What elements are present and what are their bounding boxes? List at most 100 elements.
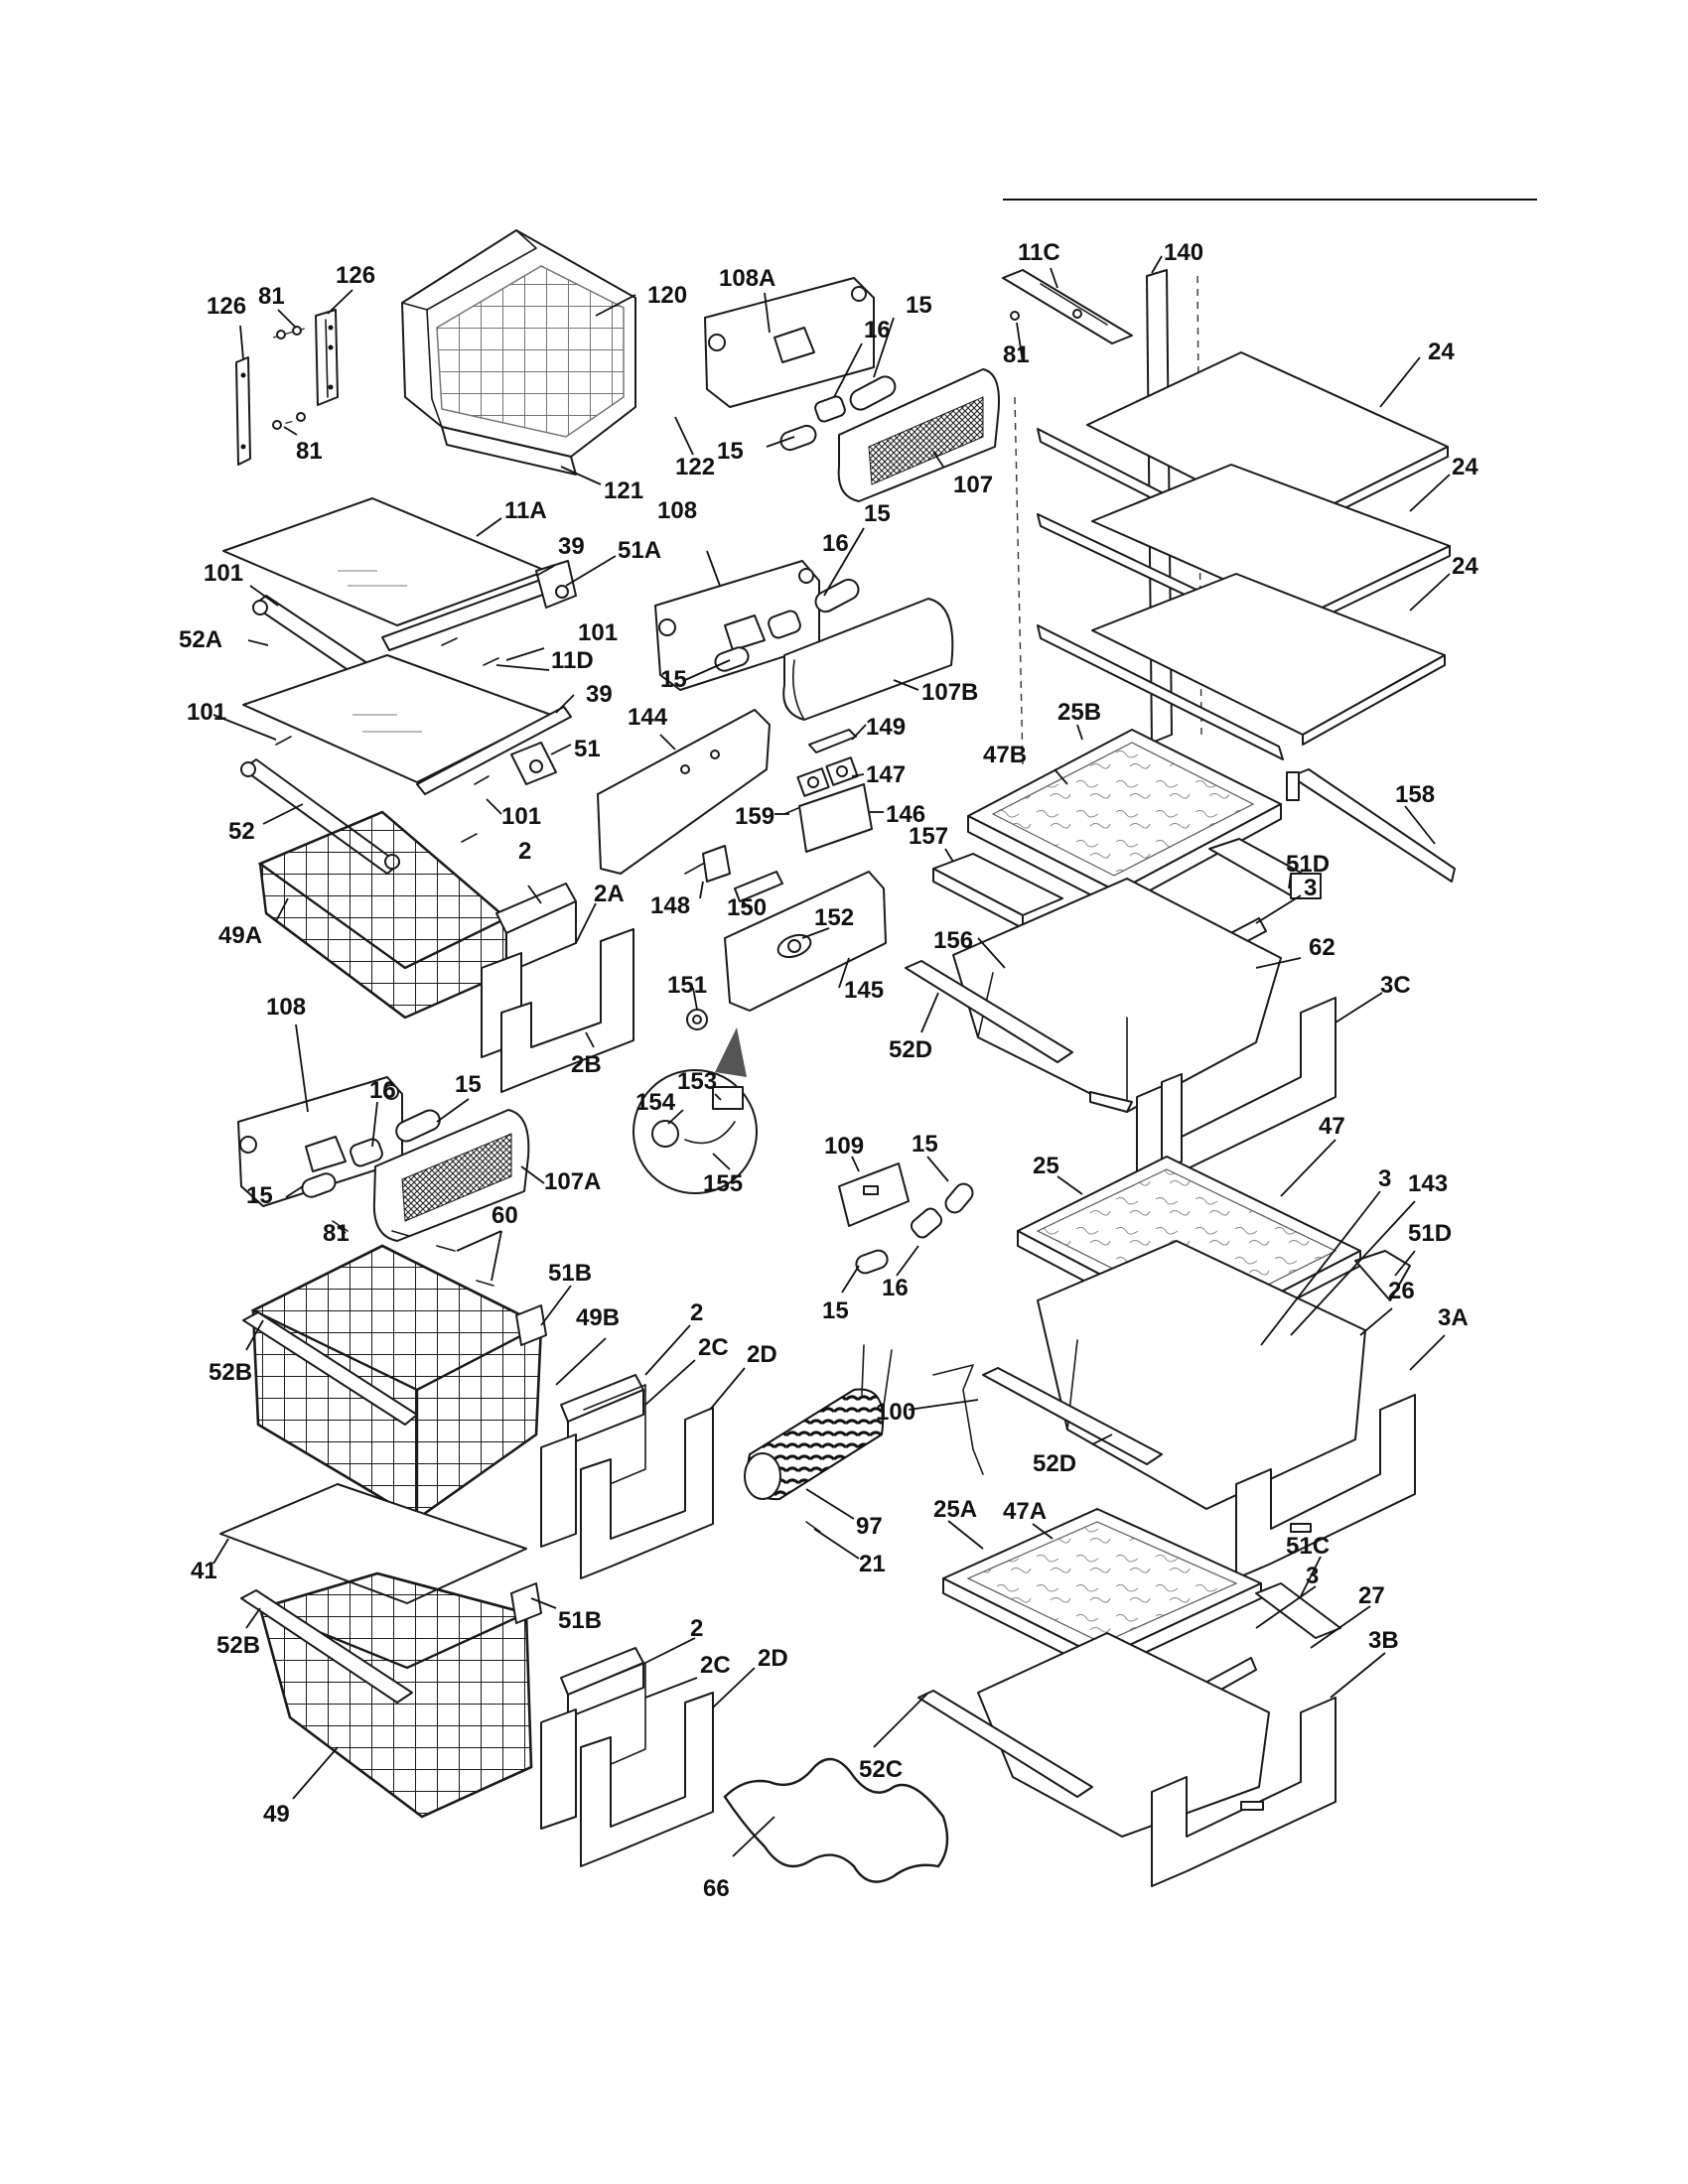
callout-2-bottom: 2 — [690, 1615, 703, 1642]
lamp-cover-107 — [837, 368, 1000, 502]
bin-wall-2B — [500, 928, 634, 1093]
callout-81-middle-left: 81 — [323, 1220, 350, 1247]
callout-15-bottom-right: 15 — [455, 1071, 482, 1098]
callout-109: 109 — [824, 1133, 864, 1160]
tray-157 — [932, 853, 1063, 929]
bin-wall-2-bottom — [560, 1647, 644, 1718]
rail-52B-top — [242, 1311, 418, 1426]
callout-153: 153 — [677, 1068, 717, 1095]
slide-51B-bottom — [510, 1582, 542, 1624]
callout-108-bottom: 108 — [266, 994, 306, 1021]
bin-wall-3B — [1151, 1697, 1336, 1887]
callout-11D: 11D — [551, 647, 594, 674]
bin-wall-2 — [495, 883, 577, 974]
cap-150 — [734, 871, 783, 902]
callout-107A: 107A — [544, 1168, 601, 1195]
callout-15-right-top: 15 — [912, 1131, 938, 1158]
shelf-24-bottom — [1037, 573, 1446, 760]
support-51A — [535, 560, 577, 609]
callout-81-top-left: 81 — [258, 283, 285, 310]
callout-49A: 49A — [218, 922, 262, 949]
callout-51A: 51A — [618, 537, 661, 564]
bulbs-15-bottom — [301, 1109, 441, 1198]
callout-51C: 51C — [1286, 1533, 1330, 1560]
slide-51D-middle — [1354, 1250, 1411, 1301]
callout-3B: 3B — [1368, 1627, 1399, 1654]
callout-52B-top: 52B — [209, 1359, 252, 1386]
callout-60: 60 — [492, 1202, 518, 1229]
callout-3-bottom: 3 — [1306, 1563, 1319, 1589]
callout-2A: 2A — [594, 881, 625, 907]
callout-146: 146 — [886, 801, 925, 828]
callout-2-middle: 2 — [690, 1299, 703, 1326]
callout-15-top-left: 15 — [717, 438, 744, 465]
callout-145: 145 — [844, 977, 884, 1004]
clip-149 — [808, 729, 857, 753]
callout-2-top: 2 — [518, 838, 531, 865]
callout-25: 25 — [1033, 1153, 1059, 1179]
callout-51B-bottom: 51B — [558, 1607, 602, 1634]
callout-11C: 11C — [1018, 239, 1060, 266]
callout-47B: 47B — [983, 742, 1027, 768]
callout-2D-bottom: 2D — [758, 1645, 788, 1672]
callout-16-middle: 16 — [822, 530, 849, 557]
lamp-socket-16-middle — [768, 610, 801, 639]
cover-41 — [219, 1483, 527, 1604]
callout-97: 97 — [856, 1513, 883, 1540]
callout-16-top: 16 — [864, 317, 891, 343]
callout-16-right: 16 — [882, 1275, 909, 1301]
screws-81-top-left — [272, 326, 309, 430]
callout-15-right-bottom: 15 — [822, 1297, 849, 1324]
housing-144 — [597, 709, 771, 875]
detail-circle-153-155 — [633, 1027, 758, 1194]
callout-11A: 11A — [504, 497, 547, 524]
callout-151: 151 — [667, 972, 707, 999]
callout-121: 121 — [604, 478, 643, 504]
bin-wall-2C-bottom — [540, 1662, 646, 1830]
rail-52B-bottom — [240, 1589, 413, 1704]
harness-148 — [684, 845, 731, 883]
callout-155: 155 — [703, 1170, 743, 1197]
callout-150: 150 — [727, 894, 767, 921]
callout-154: 154 — [635, 1089, 676, 1116]
lamp-socket-16-bottom — [350, 1138, 383, 1167]
callout-2D-middle: 2D — [747, 1341, 777, 1368]
leader-lines — [212, 255, 1451, 1857]
bulbs-15-top — [779, 375, 897, 452]
callout-149: 149 — [866, 714, 906, 741]
callout-62: 62 — [1309, 934, 1336, 961]
callout-3-top: 3 — [1304, 875, 1317, 901]
washer-151 — [686, 1009, 708, 1030]
callout-107: 107 — [953, 472, 993, 498]
trim-39-bottom — [416, 706, 572, 795]
bracket-126-left — [235, 356, 251, 466]
callout-49: 49 — [263, 1801, 290, 1828]
basket-49B — [250, 1244, 544, 1521]
bin-wall-3A — [1235, 1394, 1416, 1579]
screws-81-60 — [332, 1220, 494, 1287]
screw-21 — [805, 1521, 821, 1533]
callout-157: 157 — [909, 823, 948, 850]
bin-120 — [401, 229, 636, 476]
callout-15-middle-right: 15 — [864, 500, 891, 527]
bracket-126-right — [315, 309, 339, 406]
knob-152 — [787, 939, 801, 953]
callout-120: 120 — [647, 282, 687, 309]
rail-52D-top — [905, 960, 1073, 1063]
callout-27: 27 — [1358, 1582, 1385, 1609]
callout-51D-top: 51D — [1286, 851, 1330, 878]
callout-2C-bottom: 2C — [700, 1652, 731, 1679]
basket-49A — [257, 810, 509, 1020]
callout-81-top-right: 81 — [1003, 341, 1030, 368]
callout-108A: 108A — [719, 265, 775, 292]
shelf-frame-11C — [1002, 269, 1133, 344]
callout-49B: 49B — [576, 1304, 620, 1331]
callout-158: 158 — [1395, 781, 1435, 808]
callout-144: 144 — [628, 704, 668, 731]
lamp-cover-109 — [838, 1162, 910, 1227]
pins-101 — [275, 637, 499, 843]
callout-25A: 25A — [933, 1496, 977, 1523]
callout-2C-middle: 2C — [698, 1334, 729, 1361]
callout-52A: 52A — [179, 626, 222, 653]
